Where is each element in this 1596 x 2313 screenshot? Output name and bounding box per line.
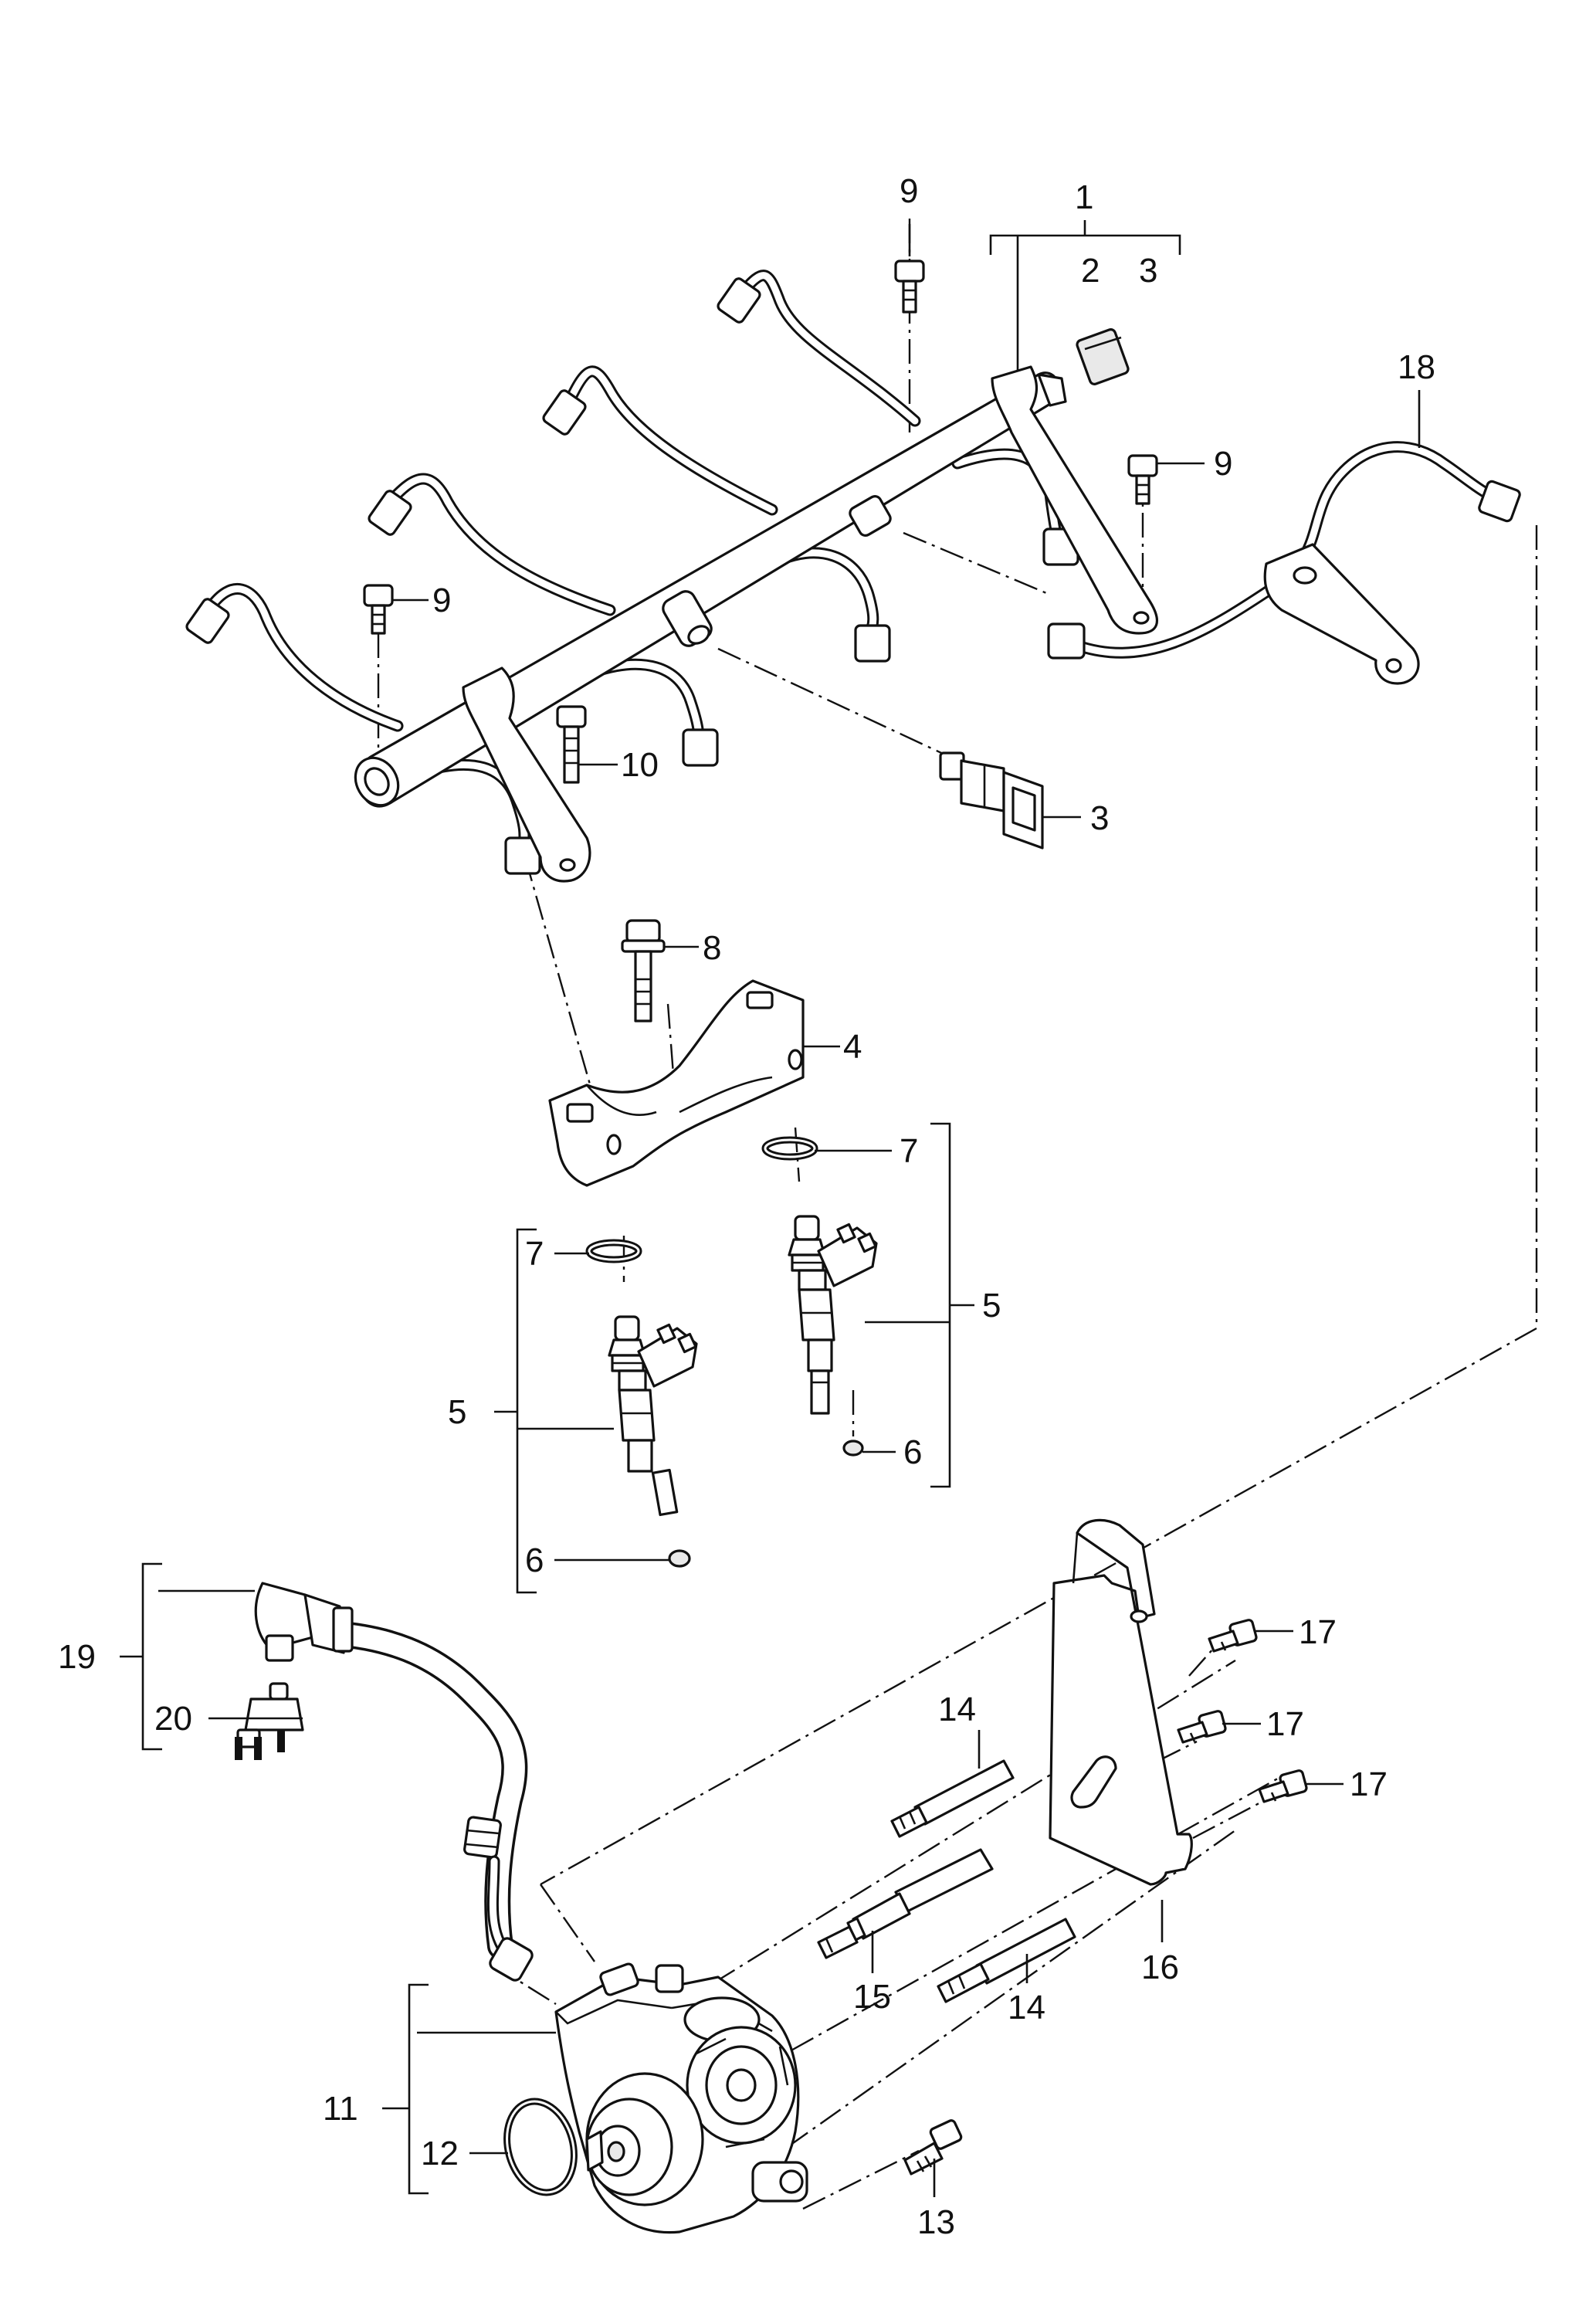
screw-part-9-right bbox=[1127, 454, 1158, 505]
screw-part-17-bottom bbox=[1258, 1769, 1308, 1803]
leader-lines bbox=[120, 220, 1421, 2197]
high-pressure-line-part-18 bbox=[1047, 441, 1521, 685]
callout-18: 18 bbox=[1398, 348, 1435, 386]
o-ring-part-12 bbox=[503, 2098, 578, 2196]
callout-4: 4 bbox=[843, 1028, 862, 1066]
callout-8: 8 bbox=[703, 929, 721, 967]
assembly-lines bbox=[377, 219, 1538, 2210]
callout-10: 10 bbox=[621, 746, 659, 784]
screw-part-17-middle bbox=[1177, 1710, 1227, 1744]
seal-ring-part-7-right bbox=[761, 1136, 818, 1161]
callout-9-right: 9 bbox=[1214, 445, 1232, 483]
fuel-pump-part-11 bbox=[554, 1962, 808, 2234]
screw-part-17-top bbox=[1208, 1619, 1258, 1653]
callout-13: 13 bbox=[917, 2203, 955, 2241]
sensor-part-20 bbox=[235, 1682, 304, 1760]
callout-17-middle: 17 bbox=[1266, 1705, 1304, 1743]
cap-part-2 bbox=[1076, 328, 1130, 385]
pipe-nuts bbox=[185, 277, 1079, 875]
callout-15: 15 bbox=[853, 1978, 891, 2016]
bolt-part-8 bbox=[621, 919, 666, 1023]
callout-14-lower: 14 bbox=[1008, 1989, 1045, 2026]
callout-3-sensor: 3 bbox=[1090, 799, 1109, 837]
callout-11: 11 bbox=[323, 2090, 358, 2128]
screw-part-13 bbox=[903, 2119, 963, 2176]
callout-17-top: 17 bbox=[1299, 1613, 1337, 1651]
stud-part-14-upper bbox=[890, 1759, 1015, 1838]
callout-1: 1 bbox=[1075, 178, 1093, 216]
bolt-part-10 bbox=[556, 705, 587, 784]
callout-6-right: 6 bbox=[903, 1433, 922, 1471]
callout-9-top: 9 bbox=[900, 172, 918, 210]
injector-part-5-right bbox=[788, 1215, 878, 1415]
callout-5-left: 5 bbox=[448, 1393, 466, 1431]
stud-part-14-lower bbox=[937, 1918, 1076, 2003]
pressure-sensor-part-3 bbox=[939, 751, 1044, 850]
callout-17-bottom: 17 bbox=[1350, 1765, 1388, 1803]
injector-part-5-left bbox=[608, 1315, 698, 1517]
cover-plate-part-16 bbox=[1049, 1518, 1193, 1886]
screw-part-9-top bbox=[894, 259, 925, 314]
holddown-bracket-part-4 bbox=[548, 979, 805, 1187]
fuel-hose-part-19 bbox=[254, 1582, 534, 1982]
callout-14-upper: 14 bbox=[938, 1691, 976, 1728]
callout-20: 20 bbox=[154, 1700, 192, 1738]
callout-9-left: 9 bbox=[432, 582, 451, 619]
ring-part-6-right bbox=[842, 1440, 864, 1457]
seal-ring-part-7-left bbox=[585, 1239, 642, 1263]
callout-2: 2 bbox=[1081, 252, 1100, 290]
callout-12: 12 bbox=[421, 2135, 459, 2172]
fuel-rail-assembly bbox=[185, 270, 1158, 883]
callout-16: 16 bbox=[1141, 1948, 1179, 1986]
screw-part-9-left bbox=[363, 584, 394, 635]
callout-5-right: 5 bbox=[982, 1287, 1001, 1324]
stud-part-15 bbox=[817, 1848, 994, 1959]
callout-7-left: 7 bbox=[525, 1235, 544, 1273]
callout-7-right: 7 bbox=[900, 1132, 918, 1170]
callout-3-top: 3 bbox=[1139, 252, 1157, 290]
callout-labels: 1 2 3 9 9 9 18 10 3 8 4 7 5 6 7 5 6 19 2… bbox=[58, 172, 1435, 2241]
callout-6-left: 6 bbox=[525, 1541, 544, 1579]
ring-part-6-left bbox=[668, 1549, 691, 1568]
callout-19: 19 bbox=[58, 1638, 96, 1676]
